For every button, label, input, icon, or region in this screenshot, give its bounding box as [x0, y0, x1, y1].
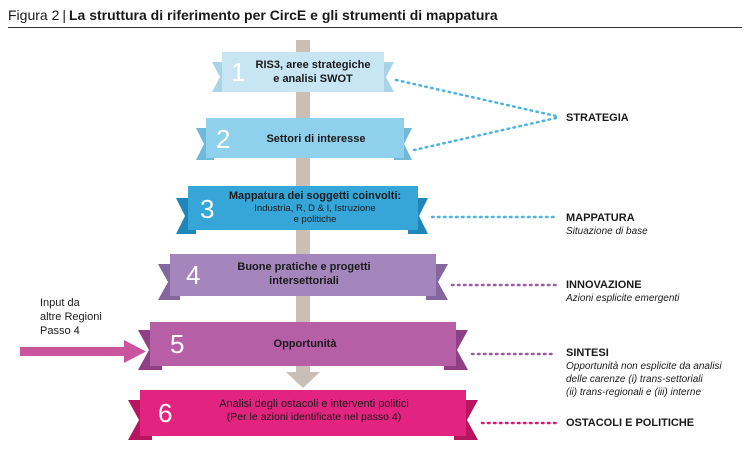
- label-ostacoli: OSTACOLI E POLITICHE: [566, 417, 695, 429]
- label-innovazione-sub: Azioni esplicite emergenti: [566, 293, 680, 304]
- label-sintesi-sub1: Opportunità non esplicite da analisi: [566, 361, 722, 372]
- label-sintesi-sub3: (ii) trans-regionali e (iii) interne: [566, 387, 702, 398]
- step-3-number: 3: [200, 194, 215, 224]
- step-5-banner: [138, 322, 468, 370]
- input-note-line1: Input da: [40, 297, 80, 309]
- step-2-line1: Settori di interesse: [266, 133, 366, 145]
- connector-step2-strategia: [412, 116, 558, 152]
- figure-label: Figura 2: [8, 7, 60, 23]
- input-arrowhead: [124, 340, 146, 363]
- figure-header: Figura 2|La struttura di riferimento per…: [8, 5, 742, 28]
- label-innovazione: INNOVAZIONE: [566, 279, 642, 291]
- step-6-banner: [128, 390, 478, 440]
- figure-title: La struttura di riferimento per CircE e …: [69, 7, 498, 23]
- label-mappatura-sub: Situazione di base: [566, 226, 648, 237]
- step-4-banner: [158, 254, 448, 300]
- connector-step1-strategia: [394, 78, 558, 118]
- step-6-line2: (Per le azioni identificate nel passo 4): [226, 411, 402, 423]
- step-5-line1: Opportunità: [273, 338, 337, 350]
- label-sintesi-sub2: delle carenze (i) trans-settoriali: [566, 374, 703, 385]
- step-5-number: 5: [170, 329, 185, 359]
- step-5-text: Opportunità: [240, 337, 370, 351]
- step-2-box: [206, 118, 404, 158]
- step-6-box: [140, 390, 466, 436]
- spine-arrowhead: [286, 372, 320, 388]
- step-2-text: Settori di interesse: [236, 132, 396, 146]
- step-6-line1: Analisi degli ostacoli e interventi poli…: [219, 398, 409, 410]
- step-1-line2: e analisi SWOT: [273, 73, 353, 85]
- step-3-line1: Mappatura dei soggetti coinvolti:: [228, 190, 402, 202]
- step-3-box: [188, 186, 418, 230]
- step-4-number: 4: [186, 260, 201, 290]
- step-4-box: [170, 254, 436, 296]
- label-strategia: STRATEGIA: [566, 112, 629, 124]
- step-1-line1: RIS3, aree strategiche: [255, 59, 371, 71]
- step-4-text: Buone pratiche e progetti intersettorial…: [214, 260, 394, 288]
- step-1-banner: [212, 52, 394, 92]
- step-1-box: [222, 52, 384, 92]
- input-note: Input da altre Regioni Passo 4: [40, 296, 102, 338]
- step-6-text: Analisi degli ostacoli e interventi poli…: [186, 397, 442, 424]
- step-4-line1: Buone pratiche e progetti: [237, 261, 371, 273]
- step-3-line2: Industria, R, D & I, Istruzione: [254, 203, 376, 214]
- input-arrow-shaft: [20, 347, 126, 356]
- step-3-banner: [176, 186, 428, 234]
- label-mappatura: MAPPATURA: [566, 212, 635, 224]
- step-6-number: 6: [158, 398, 173, 428]
- step-3-line3: e politiche: [293, 214, 337, 225]
- label-sintesi: SINTESI: [566, 347, 609, 359]
- step-3-text: Mappatura dei soggetti coinvolti: Indust…: [218, 189, 412, 225]
- step-1-text: RIS3, aree strategiche e analisi SWOT: [248, 58, 378, 86]
- input-note-line2: altre Regioni: [40, 311, 102, 323]
- step-4-line2: intersettoriali: [269, 275, 339, 287]
- step-2-number: 2: [216, 124, 231, 154]
- step-1-number: 1: [231, 57, 246, 87]
- input-note-line3: Passo 4: [40, 325, 80, 337]
- step-2-banner: [196, 118, 412, 160]
- step-5-box: [150, 322, 456, 366]
- figure-separator: |: [62, 7, 66, 23]
